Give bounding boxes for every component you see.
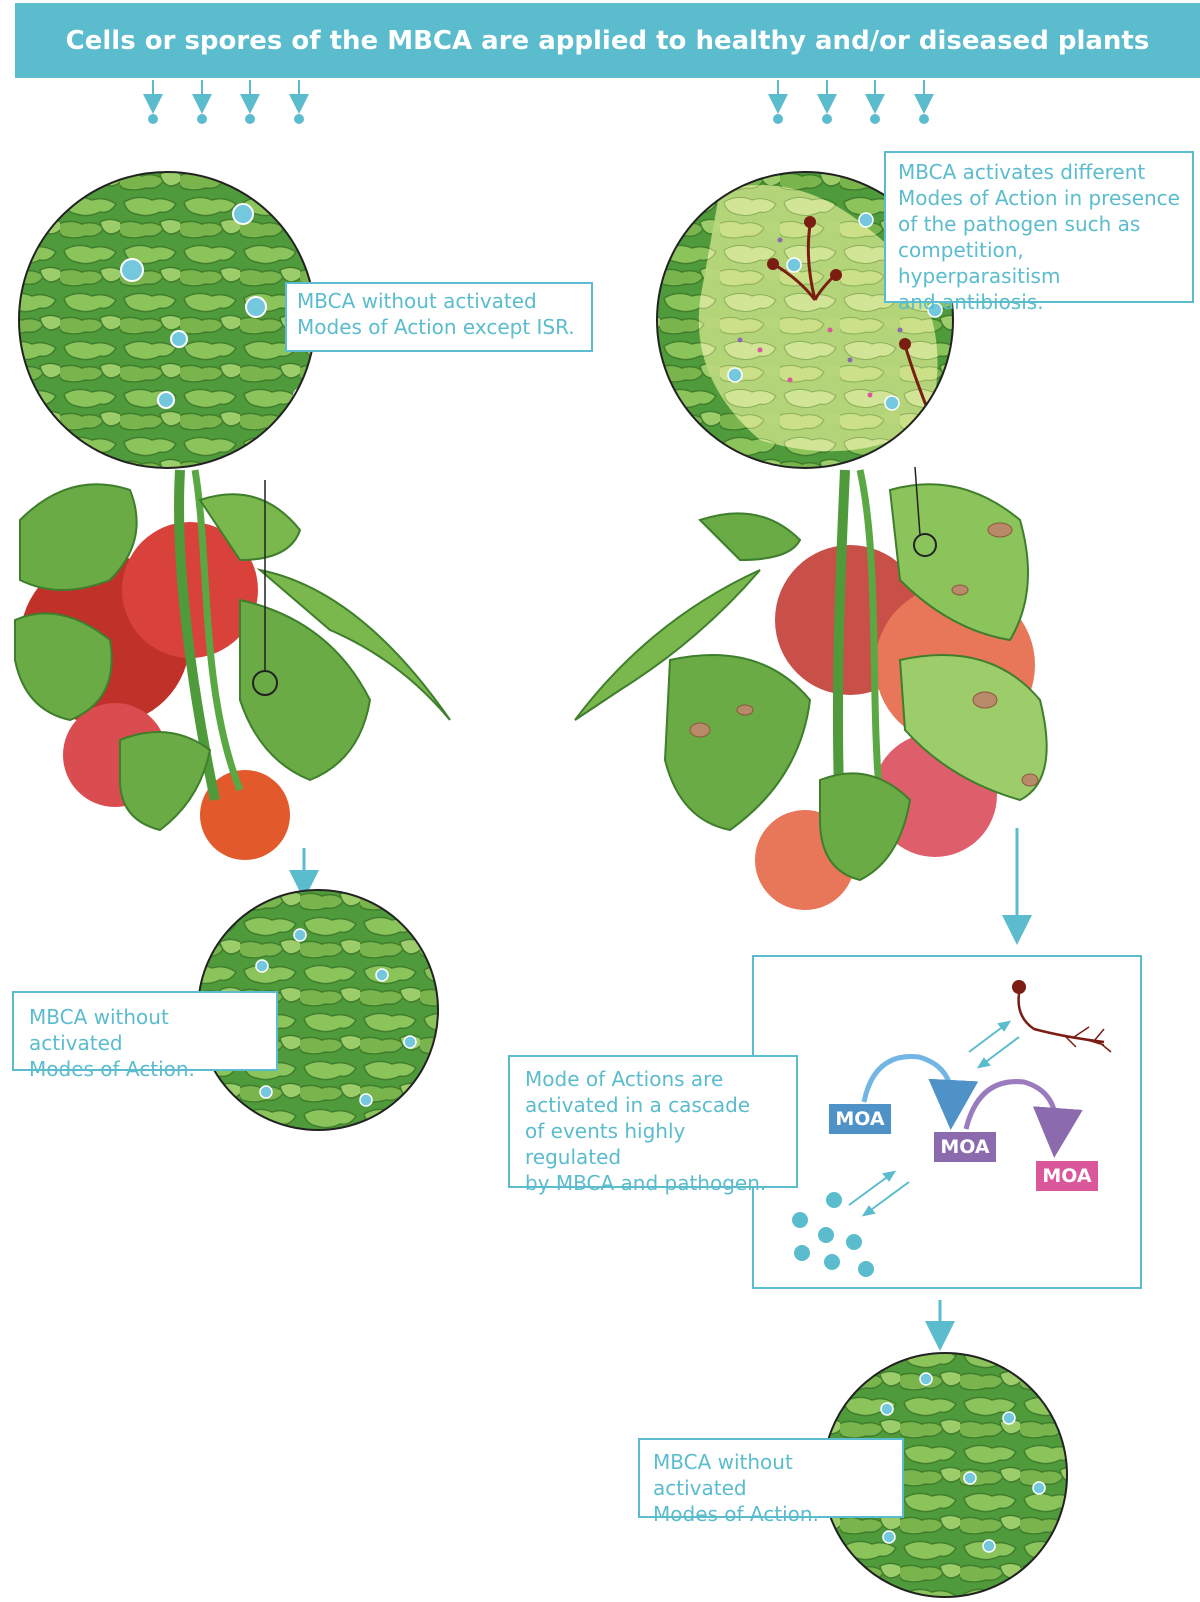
mbca-cell-icon	[330, 210, 346, 226]
callout-modes-text: MBCA activates different Modes of Action…	[898, 160, 1180, 314]
mbca-cell-icon	[858, 212, 874, 228]
callout-isr: MBCA without activated Modes of Action e…	[285, 282, 593, 352]
mbca-cell-icon	[1002, 1411, 1016, 1425]
mbca-cell-icon	[293, 928, 307, 942]
mbca-cell-icon	[403, 1035, 417, 1049]
double-arrow-icon	[968, 1020, 1020, 1069]
down-arrow-icon	[289, 80, 309, 124]
mbca-cell-icon	[255, 959, 269, 973]
down-arrow-icon	[192, 80, 212, 124]
diseased-tomato-plant-icon	[574, 466, 1048, 910]
callout-cascade: Mode of Actions are activated in a casca…	[508, 1055, 798, 1195]
mbca-cell-icon	[882, 1530, 896, 1544]
double-arrow-icon	[848, 1170, 910, 1217]
pathogen-hypha-icon	[1012, 980, 1112, 1053]
down-arrow-icon	[768, 80, 788, 124]
mbca-cell-icon	[259, 1085, 273, 1099]
mbca-cell-icon	[727, 367, 743, 383]
moa-badge-1: MOA	[829, 1104, 891, 1134]
mbca-cell-icon	[884, 395, 900, 411]
curved-arrow-icon	[861, 1054, 979, 1130]
banner-title: Cells or spores of the MBCA are applied …	[65, 25, 1150, 56]
mbca-cell-icon	[1032, 1481, 1046, 1495]
callout-cascade-text: Mode of Actions are activated in a casca…	[525, 1067, 767, 1195]
down-arrow-icon	[240, 80, 260, 124]
mbca-cell-icon	[963, 1471, 977, 1485]
cascade-artwork	[792, 980, 1112, 1277]
application-arrows-left	[143, 80, 309, 124]
mbca-cell-icon	[880, 1402, 894, 1416]
healthy-tomato-plant-icon	[14, 469, 451, 860]
mbca-cell-icon	[982, 1539, 996, 1553]
mbca-cell-icon	[157, 391, 175, 409]
mbca-cell-cluster	[792, 1192, 874, 1277]
application-arrows-right	[768, 80, 934, 124]
mbca-cell-icon	[927, 302, 943, 318]
callout-left-bottom: MBCA without activated Modes of Action.	[12, 991, 278, 1081]
title-banner: Cells or spores of the MBCA are applied …	[15, 3, 1200, 78]
callout-right-bottom-text: MBCA without activated Modes of Action.	[653, 1450, 819, 1526]
callout-left-bottom-text: MBCA without activated Modes of Action.	[29, 1005, 195, 1081]
down-arrow-icon	[914, 80, 934, 124]
mbca-cell-icon	[375, 968, 389, 982]
callout-right-bottom: MBCA without activated Modes of Action.	[638, 1438, 904, 1526]
down-arrow-icon	[865, 80, 885, 124]
mbca-cell-icon	[359, 1093, 373, 1107]
mbca-cell-icon	[919, 1372, 933, 1386]
down-arrow-icon	[143, 80, 163, 124]
mbca-cell-icon	[232, 203, 254, 225]
moa-badge-3: MOA	[1036, 1161, 1098, 1191]
mbca-cell-icon	[786, 257, 802, 273]
moa-cascade-box	[752, 955, 1142, 1289]
callout-modes-of-action: MBCA activates different Modes of Action…	[884, 151, 1194, 314]
mbca-cell-icon	[120, 258, 144, 282]
down-arrow-icon	[817, 80, 837, 124]
mbca-cell-icon	[170, 330, 188, 348]
mbca-cell-icon	[245, 296, 267, 318]
curved-arrow-icon	[963, 1079, 1083, 1158]
moa-badge-2: MOA	[934, 1132, 996, 1162]
callout-isr-text: MBCA without activated Modes of Action e…	[297, 289, 575, 339]
